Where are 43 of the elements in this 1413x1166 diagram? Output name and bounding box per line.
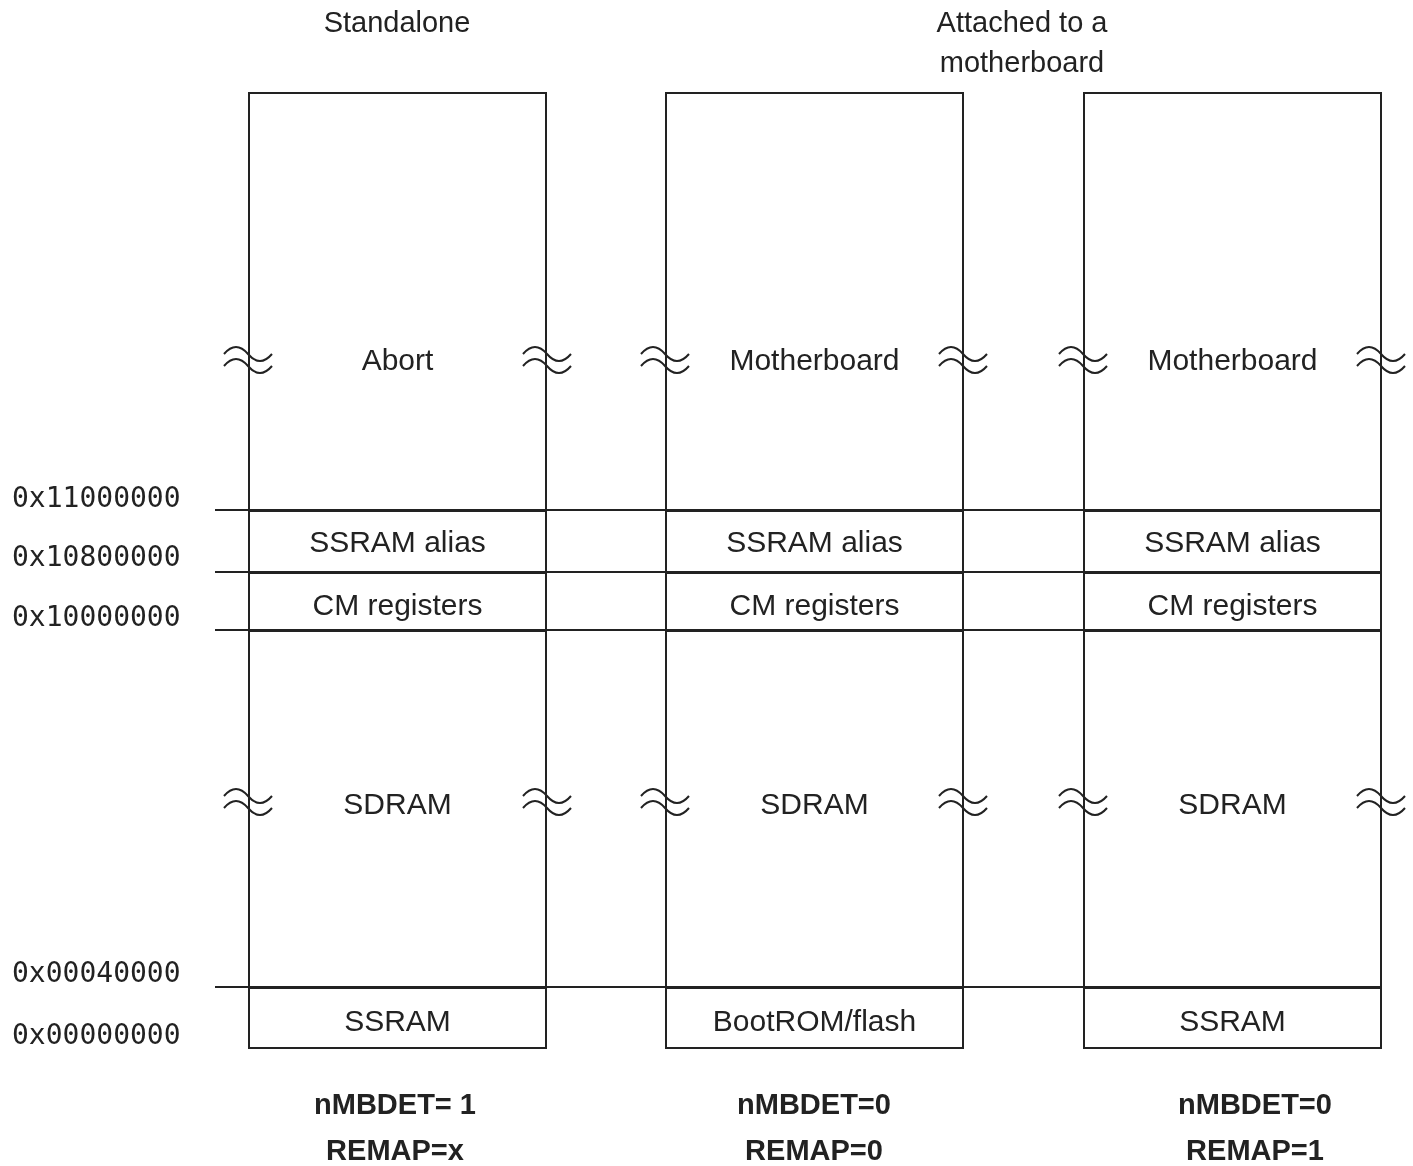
region-label: BootROM/flash [712, 1003, 917, 1039]
memory-region [248, 510, 547, 574]
config-label: REMAP=0 [744, 1133, 884, 1166]
config-label: nMBDET=0 [1177, 1087, 1333, 1122]
region-label: SDRAM [1178, 786, 1287, 822]
address-label: 0x00000000 [12, 1017, 181, 1053]
memory-region [1083, 510, 1382, 574]
memory-region [665, 987, 964, 1049]
region-label: SSRAM [1179, 1003, 1286, 1039]
region-label: Motherboard [729, 342, 900, 378]
region-label: CM registers [312, 587, 483, 623]
region-label: SSRAM alias [726, 524, 903, 560]
header-label: Attached to a motherboard [935, 5, 1109, 80]
address-label: 0x00040000 [12, 955, 181, 991]
address-label: 0x11000000 [12, 480, 181, 516]
region-label: SSRAM alias [1144, 524, 1321, 560]
address-label: 0x10800000 [12, 539, 181, 575]
region-label: SDRAM [760, 786, 869, 822]
memory-region [248, 630, 547, 989]
memory-region [1083, 572, 1382, 632]
memory-region [665, 92, 964, 512]
region-label: SSRAM [344, 1003, 451, 1039]
header-label: Standalone [322, 5, 472, 40]
region-label: SSRAM alias [309, 524, 486, 560]
memory-region [1083, 630, 1382, 989]
memory-region [665, 510, 964, 574]
config-label: nMBDET=0 [736, 1087, 892, 1122]
memory-region [248, 987, 547, 1049]
memory-region [665, 630, 964, 989]
region-label: Abort [361, 342, 434, 378]
region-label: CM registers [1147, 587, 1318, 623]
region-label: Motherboard [1147, 342, 1318, 378]
memory-region [1083, 92, 1382, 512]
memory-region [248, 572, 547, 632]
region-label: SDRAM [343, 786, 452, 822]
region-label: CM registers [729, 587, 900, 623]
memory-region [248, 92, 547, 512]
config-label: nMBDET= 1 [313, 1087, 477, 1122]
address-label: 0x10000000 [12, 599, 181, 635]
config-label: REMAP=1 [1185, 1133, 1325, 1166]
memory-region [665, 572, 964, 632]
config-label: REMAP=x [325, 1133, 465, 1166]
memory-region [1083, 987, 1382, 1049]
